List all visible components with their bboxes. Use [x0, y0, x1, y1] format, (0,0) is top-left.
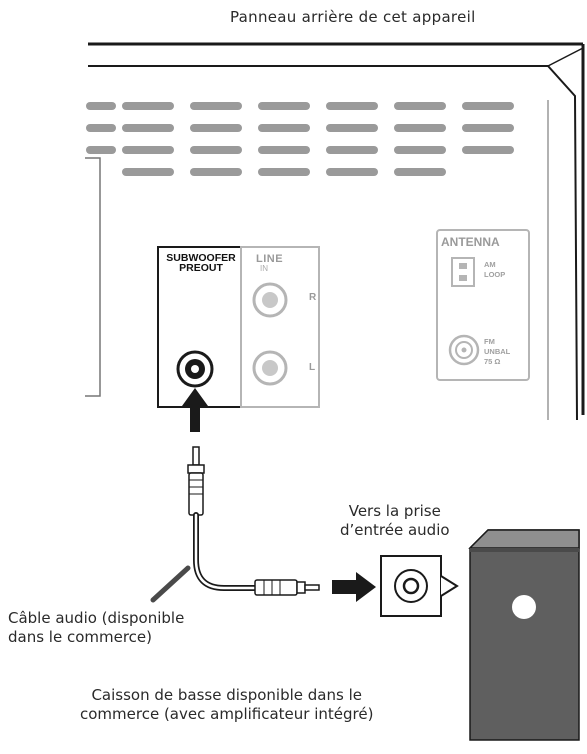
line-title: LINE	[256, 253, 284, 265]
vent-slot	[326, 146, 378, 154]
right-channel-label: R	[309, 292, 317, 303]
vent-slot	[326, 168, 378, 176]
vent-slot	[394, 124, 446, 132]
subwoofer-port	[512, 595, 536, 619]
vent-slot	[86, 102, 116, 110]
vent-slot	[394, 102, 446, 110]
input-jack-label: Vers la prise d’entrée audio	[340, 502, 450, 540]
rear-panel-label: Panneau arrière de cet appareil	[230, 8, 476, 26]
chassis-corner	[547, 47, 584, 67]
vent-slot	[462, 124, 514, 132]
right-arrow	[332, 572, 376, 602]
horizontal-plug	[254, 579, 320, 596]
vent-slot	[326, 124, 378, 132]
vent-slot	[462, 102, 514, 110]
vent-slot	[258, 146, 310, 154]
subwoofer-text: SUBWOOFER	[166, 252, 236, 264]
vent-slot	[122, 102, 174, 110]
am-text: AM	[484, 260, 496, 269]
vent-slot	[394, 146, 446, 154]
vertical-plug	[187, 446, 205, 516]
cable-label-line2: dans le commerce)	[8, 628, 153, 646]
left-channel-label: L	[309, 362, 316, 373]
vent-slot	[258, 124, 310, 132]
subwoofer-label-line1: Caisson de basse disponible dans le	[91, 686, 362, 704]
vent-slot	[258, 102, 310, 110]
vent-slot	[190, 146, 242, 154]
antenna-title: ANTENNA	[441, 235, 500, 249]
subwoofer-label: Caisson de basse disponible dans le comm…	[80, 686, 373, 724]
am-loop-label: AM LOOP	[484, 260, 505, 280]
ohm-text: 75 Ω	[484, 357, 501, 366]
vent-slot	[190, 102, 242, 110]
loop-text: LOOP	[484, 270, 506, 279]
vent-slot	[122, 146, 174, 154]
subwoofer-box	[468, 529, 580, 741]
vent-slots	[86, 102, 514, 176]
subwoofer-label-line2: commerce (avec amplificateur intégré)	[80, 705, 374, 723]
fm-text: FM	[484, 337, 495, 346]
line-in-text: IN	[260, 264, 268, 273]
input-jack-label-line2: d’entrée audio	[340, 521, 450, 539]
cable-label: Câble audio (disponible dans le commerce…	[8, 609, 184, 647]
vent-slot	[258, 168, 310, 176]
preout-text: PREOUT	[179, 262, 223, 274]
vent-slot	[190, 168, 242, 176]
subwoofer-preout-title: SUBWOOFER PREOUT	[162, 252, 240, 274]
cable-pointer	[150, 565, 191, 603]
vent-slot	[122, 124, 174, 132]
cable-label-line1: Câble audio (disponible	[8, 609, 185, 627]
vent-slot	[86, 124, 116, 132]
input-jack-label-line1: Vers la prise	[348, 502, 441, 520]
audio-cable	[193, 512, 258, 591]
vent-slot	[86, 146, 116, 154]
am-loop-terminal	[451, 257, 475, 287]
vent-slot	[394, 168, 446, 176]
vent-slot	[462, 146, 514, 154]
vent-slot	[190, 124, 242, 132]
vent-slot	[326, 102, 378, 110]
vent-slot	[122, 168, 174, 176]
line-in-panel	[240, 246, 320, 408]
fm-label: FM UNBAL 75 Ω	[484, 337, 510, 367]
unbal-text: UNBAL	[484, 347, 511, 356]
up-arrow	[182, 388, 208, 432]
chassis-left-bracket	[85, 157, 101, 397]
callout-pointer	[440, 575, 459, 597]
chassis-inner-edge	[88, 65, 578, 421]
